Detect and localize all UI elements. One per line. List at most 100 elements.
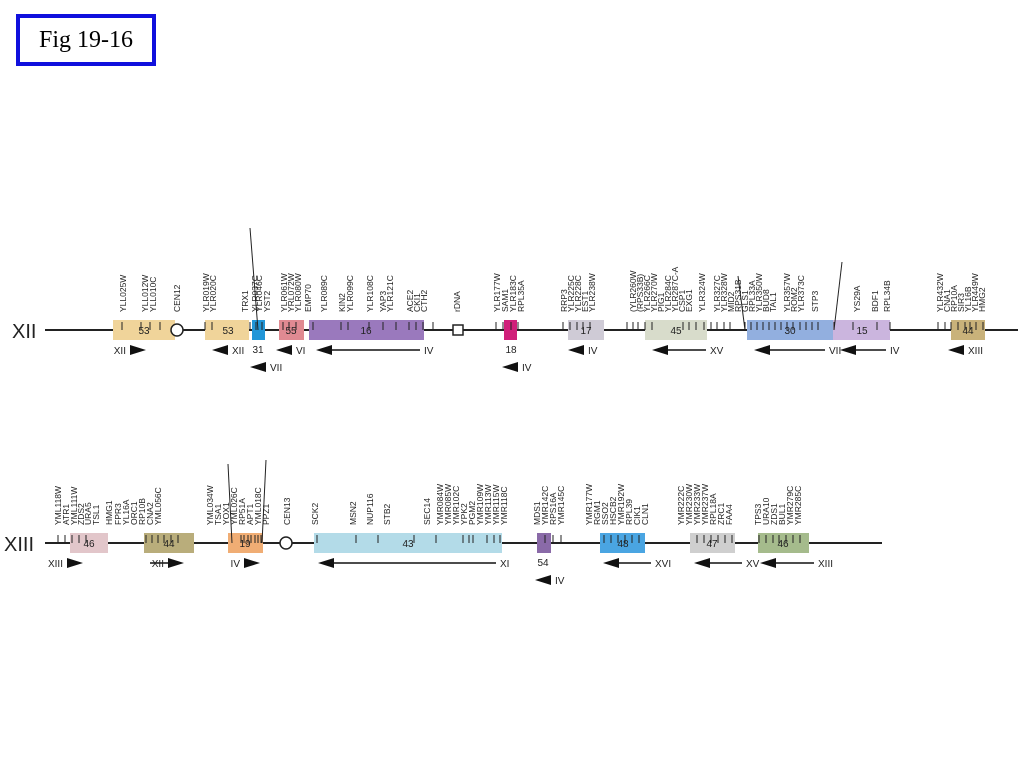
orientation-arrow [568,345,584,355]
gene-label: RPL39 [624,499,634,525]
target-chromosome: XII [232,346,244,357]
block-number: 48 [617,539,629,550]
gene-label: YML026C [229,487,239,525]
block-number: 16 [360,326,372,337]
gene-label: HMG1 [104,500,114,525]
synteny-block [228,533,263,553]
block-number: 18 [505,345,517,356]
synteny-block [833,320,890,340]
gene-label: YLR046C [254,275,264,312]
gene-label: SIR3 [956,293,966,312]
gene-label: YLR089C [319,275,329,312]
gene-label: YLR061W [279,273,289,312]
gene-label: CTH2 [419,290,429,312]
gene-label: HMG2 [977,287,987,312]
orientation-arrow [603,558,619,568]
gene-label: BUD8 [761,289,771,312]
gene-label: YAP3 [378,291,388,312]
orientation-arrow [948,345,964,355]
gene-label: ZDS2 [76,503,86,525]
gene-label: RPL34B [882,280,892,312]
target-chromosome: XV [746,559,760,570]
orientation-arrow [318,558,334,568]
synteny-block [279,320,304,340]
gene-label: RGM1 [592,500,602,525]
target-chromosome: XIII [968,346,983,357]
gene-label: YMR115W [491,485,501,525]
orientation-arrow [535,575,551,585]
block-number: 43 [402,539,414,550]
gene-label: YST2 [262,290,272,312]
orientation-arrow [168,558,184,568]
gene-label: YLR228C [573,275,583,312]
centromere [170,323,184,337]
gene-connector [737,275,746,331]
block-number: 45 [670,326,682,337]
synteny-block [645,320,707,340]
gene-label: YLR183C [508,275,518,312]
gene-label: YMR084W [435,484,445,525]
orientation-arrow [67,558,83,568]
gene-label: MSN2 [348,501,358,525]
gene-label: RRP3 [559,289,569,312]
target-chromosome: IV [231,559,241,570]
gene-label: YLR328W [719,273,729,312]
gene-label: RP10A [949,285,959,312]
orientation-arrow [212,345,228,355]
block-number: 54 [537,558,549,569]
centromere [279,536,293,550]
gene-label: YLR037C [250,275,260,312]
gene-label: BDF1 [870,290,880,312]
gene-label: YML034W [205,485,215,525]
target-chromosome: IV [424,346,434,357]
chromosome-label: XII [12,321,36,343]
gene-label: YLR270W [649,273,659,312]
gene-label: YMR285C [793,486,803,525]
rdna-marker [452,324,464,336]
gene-label: RP10B [137,498,147,525]
gene-label: CNA1 [942,289,952,312]
block-number: 53 [222,326,234,337]
gene-label: YLR225C [566,275,576,312]
synteny-block [144,533,194,553]
target-chromosome: XIII [818,559,833,570]
gene-label: CEN13 [282,497,292,525]
gene-label: (RPS33B) [635,274,645,312]
orientation-arrow [652,345,668,355]
gene-label: YLR287C-A [670,266,680,312]
gene-label: PPZ1 [261,503,271,525]
block-number: 17 [580,326,592,337]
gene-label: STP3 [810,290,820,312]
target-chromosome: IV [890,346,900,357]
gene-label: GLS1 [740,290,750,312]
gene-label: APT1 [245,503,255,525]
block-number: 44 [163,539,175,550]
gene-label: YLR080W [293,273,303,312]
gene-label: (YLR260W [628,270,638,312]
block-number: 44 [962,326,974,337]
gene-connector [833,261,843,331]
gene-label: YLR019W [201,273,211,312]
figure-label: Fig 19-16 [16,14,156,66]
target-chromosome: XII [114,346,126,357]
gene-label: YLR121C [385,275,395,312]
target-chromosome: XIII [48,559,63,570]
gene-label: MID2 [726,291,736,312]
block-number: 46 [83,539,95,550]
gene-label: CKI1 [412,293,422,312]
target-chromosome: XVI [655,559,671,570]
gene-label: FAA4 [724,504,734,525]
block-number: 19 [239,539,251,550]
gene-label: URA5 [83,502,93,525]
gene-connector [249,227,259,331]
gene-label: YMR109W [475,484,485,525]
gene-label: YMR118C [499,486,509,525]
orientation-arrow [316,345,332,355]
gene-label: YMR177W [584,484,594,525]
chromosome-label: XIII [4,534,34,556]
target-chromosome: IV [588,346,598,357]
gene-label: YML056C [153,487,163,525]
target-chromosome: XII [152,559,164,570]
gene-label: FPR3 [113,503,123,525]
